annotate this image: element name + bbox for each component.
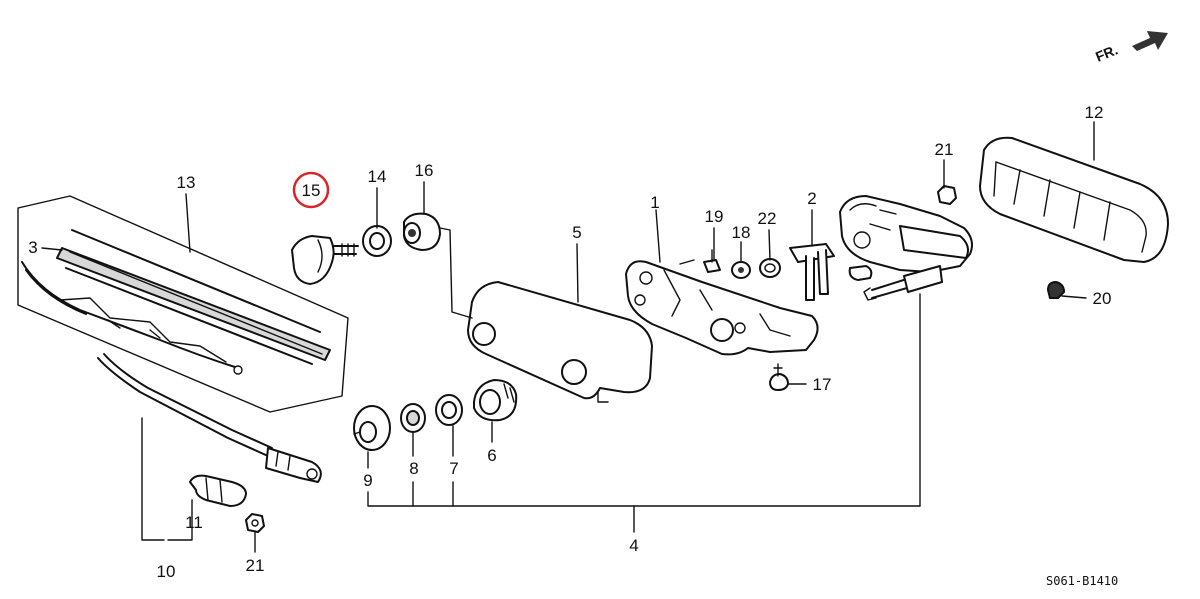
pivot-cap — [291, 235, 359, 285]
arm-cap — [189, 474, 247, 507]
callout-21-lower: 21 — [246, 556, 265, 575]
callout-6: 6 — [487, 446, 496, 465]
callout-11: 11 — [185, 513, 203, 532]
wiper-arm — [97, 353, 322, 483]
callout-13: 13 — [177, 173, 196, 192]
callout-2: 2 — [807, 189, 816, 208]
wiper-blade-assembly — [17, 195, 349, 413]
callout-17: 17 — [813, 375, 832, 394]
nut-22 — [759, 258, 781, 278]
leader-lines — [41, 121, 1095, 553]
callout-12: 12 — [1085, 103, 1104, 122]
nut-18 — [731, 261, 751, 279]
callout-labels: 1 2 3 4 5 6 7 8 9 10 11 12 13 14 15 16 1… — [28, 103, 1111, 581]
callout-4: 4 — [629, 536, 638, 555]
callout-21-upper: 21 — [935, 140, 954, 159]
callout-3: 3 — [28, 238, 37, 257]
callout-7: 7 — [449, 459, 458, 478]
wiper-motor — [839, 195, 973, 301]
callout-18: 18 — [732, 223, 751, 242]
front-direction-indicator: FR. — [1093, 31, 1168, 65]
bolt-19 — [703, 249, 721, 273]
callout-19: 19 — [705, 207, 724, 226]
callout-20: 20 — [1093, 289, 1112, 308]
front-arrow-icon — [1132, 31, 1168, 51]
callout-15: 15 — [302, 181, 321, 200]
bushing-8 — [400, 403, 426, 433]
seal-7 — [435, 394, 463, 426]
drawing-code: S061-B1410 — [1046, 574, 1118, 588]
clip-20 — [1047, 281, 1065, 299]
callout-22: 22 — [758, 209, 777, 228]
callout-14: 14 — [368, 167, 387, 186]
nut-upper — [937, 185, 957, 205]
seal-9 — [353, 405, 391, 451]
callout-10: 10 — [157, 562, 176, 581]
screw-17 — [769, 363, 789, 391]
callout-9: 9 — [363, 471, 372, 490]
motor-bracket — [625, 259, 819, 356]
nut-lower — [245, 513, 265, 533]
callout-1: 1 — [650, 193, 659, 212]
washer-nut — [362, 225, 392, 257]
callout-8: 8 — [409, 459, 418, 478]
garnish-12 — [979, 136, 1169, 263]
grommet-upper — [403, 212, 441, 251]
clip-2 — [789, 243, 835, 301]
callout-16: 16 — [415, 161, 434, 180]
callout-5: 5 — [572, 223, 581, 242]
direction-label: FR. — [1093, 41, 1120, 64]
grommet-6 — [473, 379, 518, 422]
highlight-ring — [292, 171, 330, 209]
motor-cover — [467, 281, 653, 403]
